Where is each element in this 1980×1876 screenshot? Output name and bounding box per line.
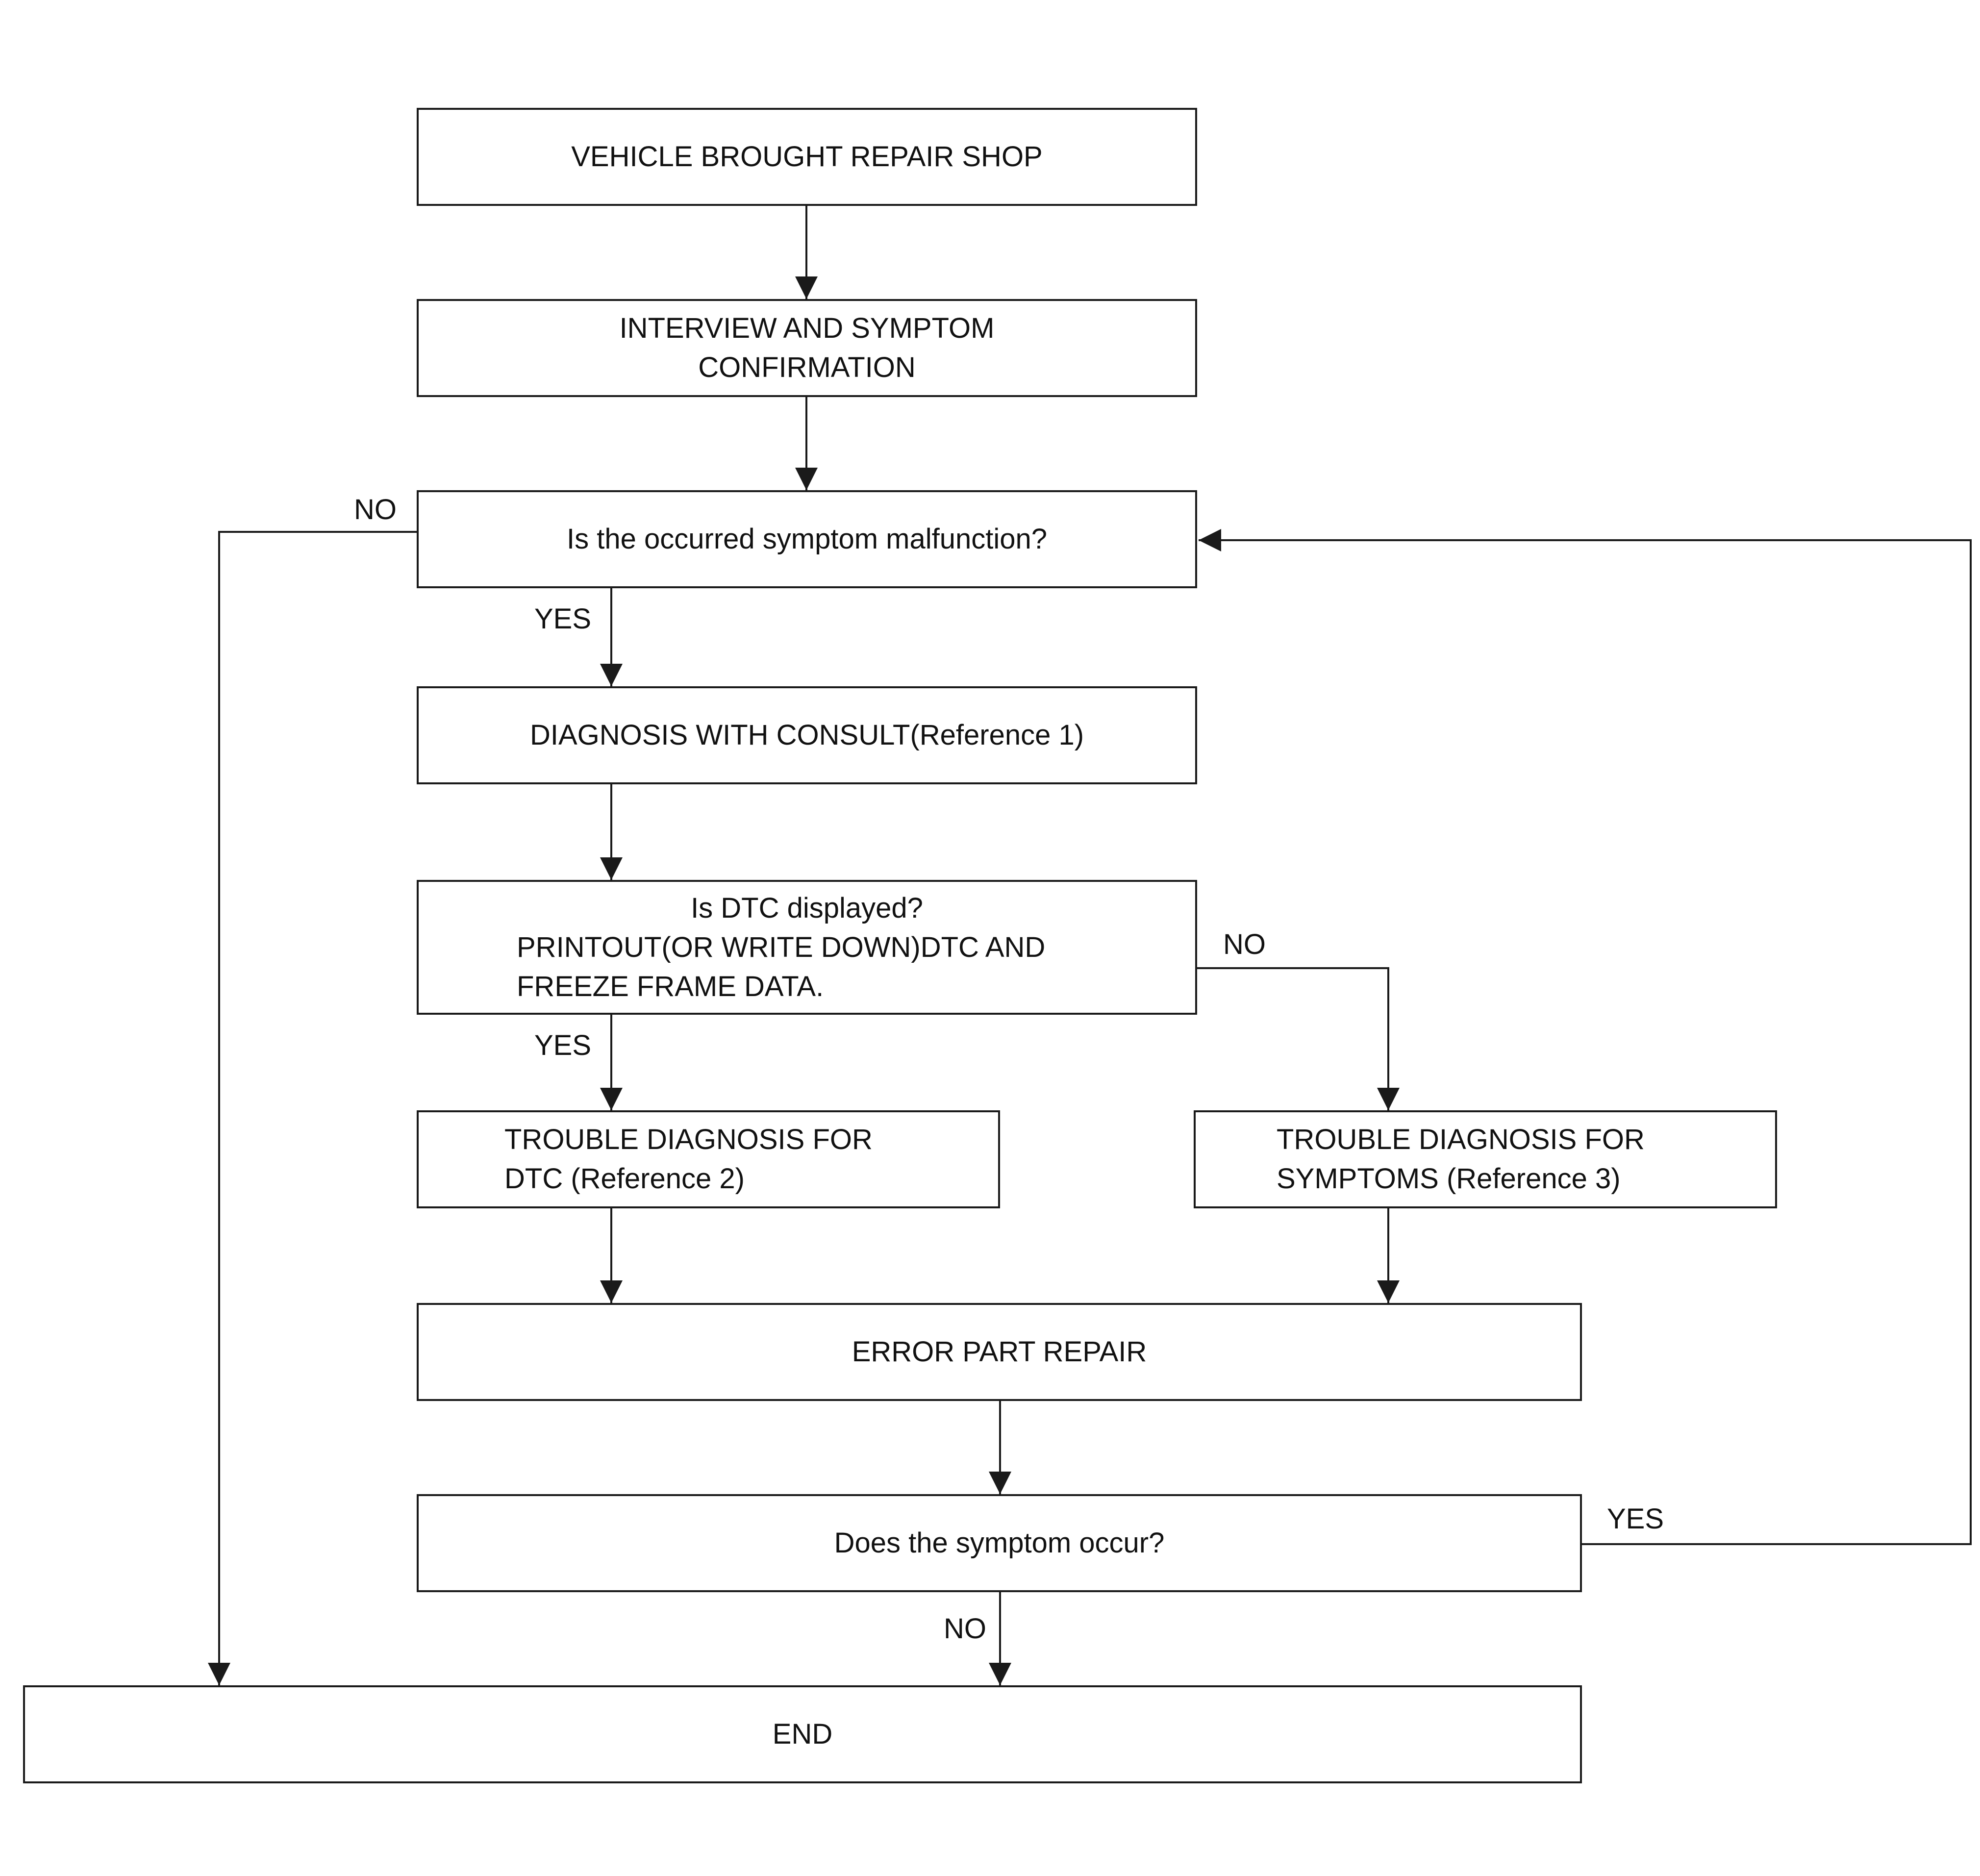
node-start-line-1: VEHICLE BROUGHT REPAIR SHOP xyxy=(571,141,1043,173)
edge-label-dtc-yes: YES xyxy=(534,1029,592,1061)
node-symptom-diagnosis: TROUBLE DIAGNOSIS FOR SYMPTOMS (Referenc… xyxy=(1194,1110,1777,1208)
node-consult-diagnosis-line-1: DIAGNOSIS WITH CONSULT(Reference 1) xyxy=(529,719,1084,751)
node-symptom-diagnosis-line-2: SYMPTOMS (Reference 3) xyxy=(1277,1163,1621,1195)
edge-label-dtc-no: NO xyxy=(1223,928,1266,960)
edge-label-recur-no: NO xyxy=(944,1613,986,1645)
node-interview: INTERVIEW AND SYMPTOM CONFIRMATION xyxy=(417,299,1197,397)
node-interview-line-1: INTERVIEW AND SYMPTOM xyxy=(619,312,995,344)
edge-label-malfunction-no: NO xyxy=(354,494,397,525)
node-dtc-diagnosis-line-1: TROUBLE DIAGNOSIS FOR xyxy=(504,1124,873,1155)
node-repair: ERROR PART REPAIR xyxy=(417,1303,1582,1401)
node-malfunction-check-line-1: Is the occurred symptom malfunction? xyxy=(567,523,1047,555)
node-start: VEHICLE BROUGHT REPAIR SHOP xyxy=(417,108,1197,206)
node-dtc-diagnosis: TROUBLE DIAGNOSIS FOR DTC (Reference 2) xyxy=(417,1110,1000,1208)
node-dtc-check-line-2: PRINTOUT(OR WRITE DOWN)DTC AND xyxy=(517,931,1046,963)
node-symptom-diagnosis-line-1: TROUBLE DIAGNOSIS FOR xyxy=(1277,1124,1645,1155)
node-malfunction-check: Is the occurred symptom malfunction? xyxy=(417,490,1197,588)
node-dtc-check: Is DTC displayed? PRINTOUT(OR WRITE DOWN… xyxy=(417,880,1197,1015)
node-repair-line-1: ERROR PART REPAIR xyxy=(852,1336,1147,1368)
node-consult-diagnosis: DIAGNOSIS WITH CONSULT(Reference 1) xyxy=(417,686,1197,784)
node-interview-line-2: CONFIRMATION xyxy=(698,351,916,383)
node-dtc-check-line-3: FREEZE FRAME DATA. xyxy=(517,970,824,1002)
node-dtc-diagnosis-line-2: DTC (Reference 2) xyxy=(504,1163,745,1195)
edge-malfunction-no xyxy=(208,531,417,1685)
edge-recur-yes-loop xyxy=(1199,529,1972,1545)
edge-label-malfunction-yes: YES xyxy=(534,603,592,635)
node-recur-check-line-1: Does the symptom occur? xyxy=(834,1527,1165,1559)
edge-label-recur-yes: YES xyxy=(1607,1503,1664,1535)
node-dtc-check-line-1: Is DTC displayed? xyxy=(691,892,923,924)
node-recur-check: Does the symptom occur? xyxy=(417,1494,1582,1592)
node-end: END xyxy=(23,1685,1582,1783)
node-end-line-1: END xyxy=(772,1718,833,1750)
edge-dtc-no xyxy=(1196,967,1400,1110)
